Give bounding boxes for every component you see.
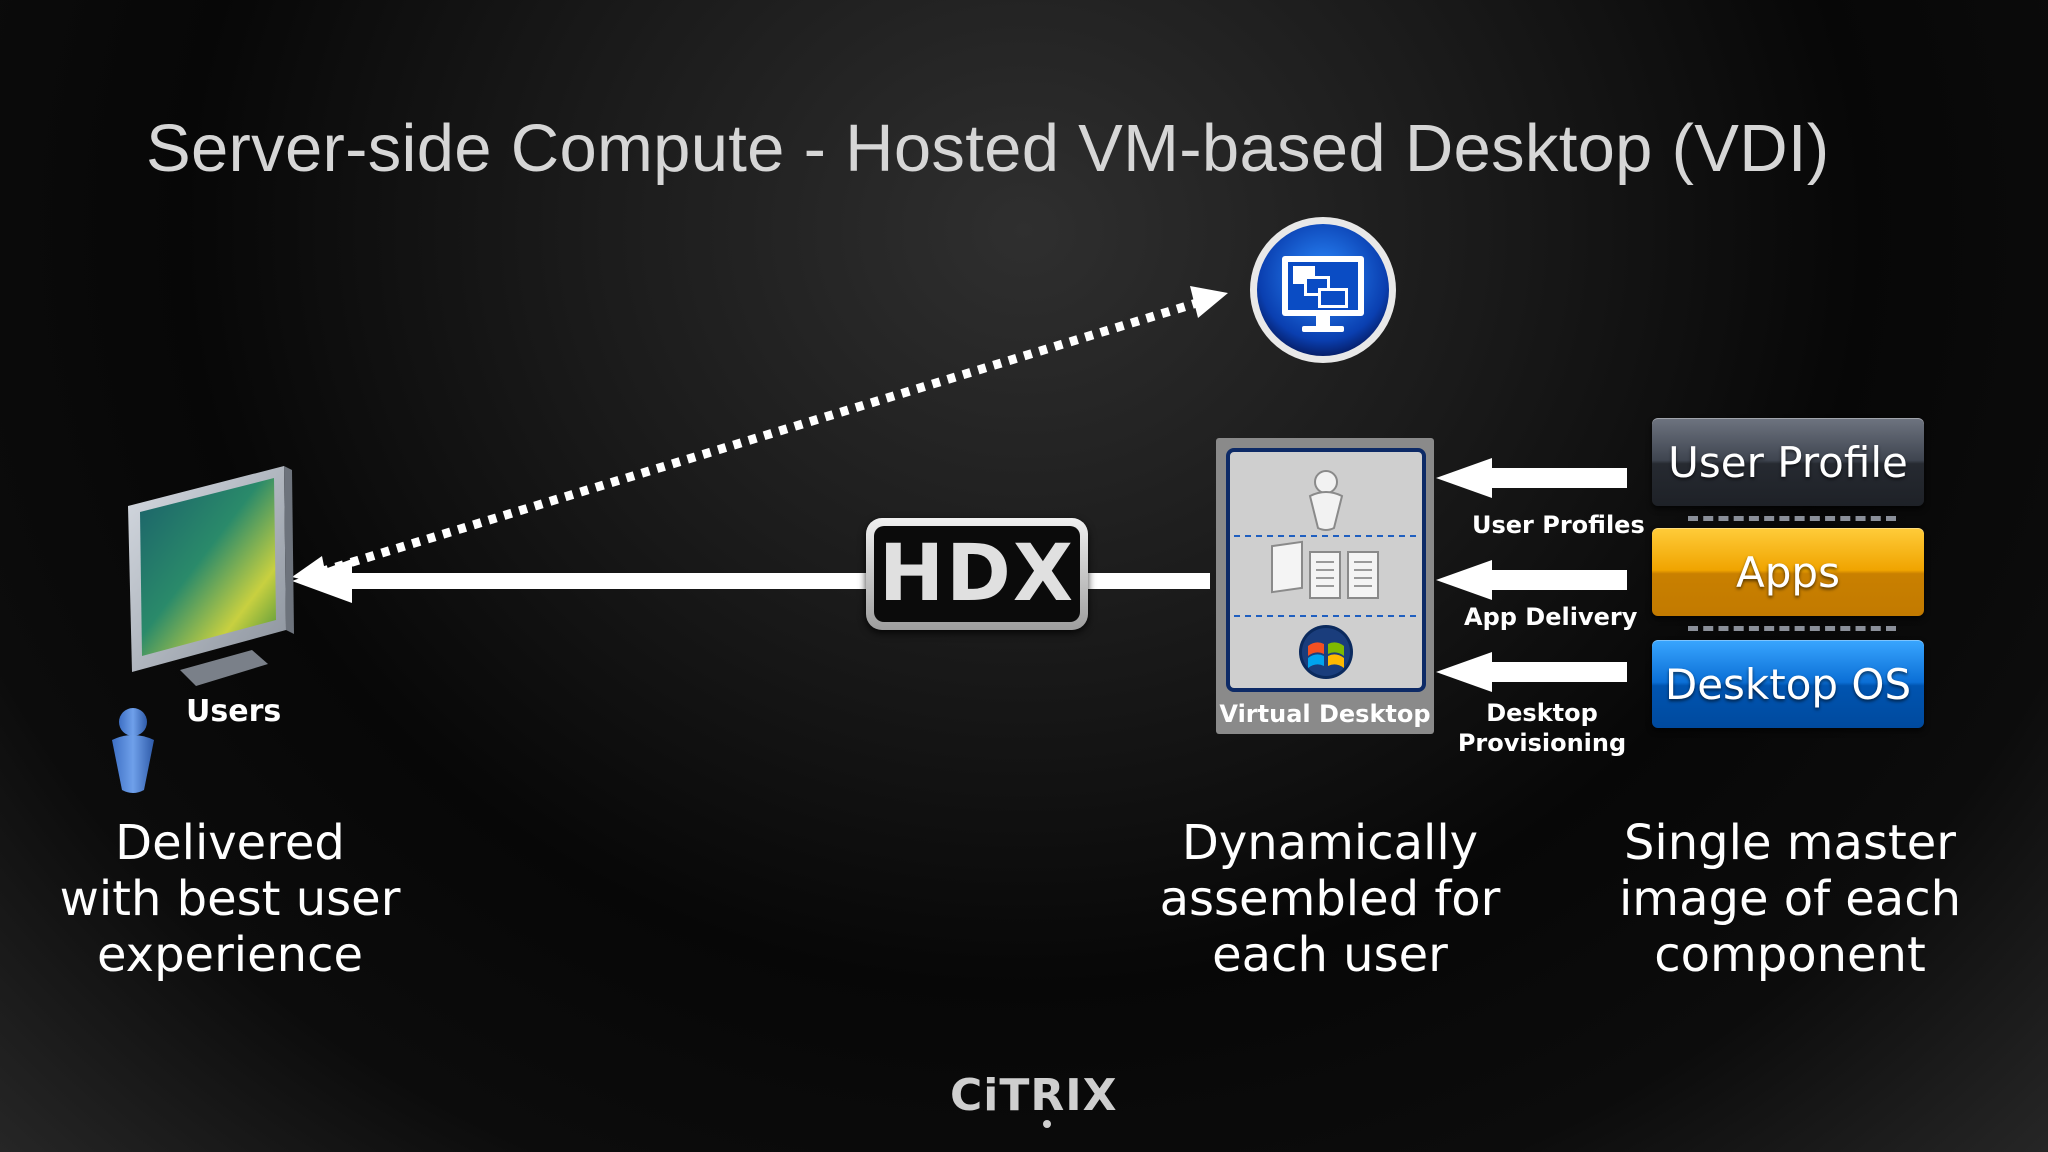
component-caption-line: image of each [1618,871,1962,927]
users-label: Users [186,694,282,729]
slide-title: Server-side Compute - Hosted VM-based De… [146,111,1830,186]
user-profile-box: User Profile [1652,418,1924,506]
citrix-dot [1043,1120,1051,1128]
user-icon [112,708,154,793]
citrix-logo: CiTRIX [950,1070,1118,1121]
component-stack-caption: Single master image of each component [1600,815,1980,983]
virtual-desktop-caption-line: Dynamically [1181,815,1479,871]
desktop-provisioning-line: Desktop [1486,699,1598,727]
app-delivery-label: App Delivery [1464,603,1638,631]
users-caption-line: Delivered [115,815,345,871]
virtual-desktop: Virtual Desktop [1216,438,1434,734]
user-layer-icon [1308,470,1344,531]
desktop-provisioning-label: Desktop Provisioning [1450,698,1634,758]
monitor-icon [128,466,294,686]
users-caption: Delivered with best user experience [40,815,420,983]
desktop-os-box: Desktop OS [1652,640,1924,728]
windows-logo-icon [1299,625,1353,679]
user-profile-label: User Profile [1668,437,1908,487]
virtual-desktop-caption-line: each user [1212,927,1448,983]
apps-box: Apps [1652,528,1924,616]
virtual-desktop-layer-icons [1234,470,1418,679]
virtual-desktop-layers [1226,448,1426,692]
virtual-desktop-caption: Dynamically assembled for each user [1130,815,1530,983]
user-profiles-label: User Profiles [1472,511,1645,539]
virtual-desktop-caption-line: assembled for [1159,871,1501,927]
documents-icon [1271,540,1379,599]
component-caption-line: Single master [1623,815,1957,871]
app-delivery-arrow [1436,560,1627,600]
virtual-desktop-label: Virtual Desktop [1219,700,1431,728]
stack-divider [1688,516,1896,521]
remote-desktop-icon [1250,217,1396,363]
component-caption-line: component [1654,927,1926,983]
desktop-provisioning-line: Provisioning [1457,729,1627,757]
users-caption-line: experience [96,927,364,983]
desktop-provisioning-arrow [1436,652,1627,692]
desktop-os-label: Desktop OS [1664,659,1912,709]
apps-label: Apps [1736,547,1840,597]
users-caption-line: with best user [59,871,401,927]
user-profiles-arrow [1436,458,1627,498]
hdx-badge: HDX [866,518,1088,630]
hdx-badge-inner: HDX [874,526,1080,622]
hdx-label: HDX [878,529,1076,619]
stack-divider [1688,626,1896,631]
